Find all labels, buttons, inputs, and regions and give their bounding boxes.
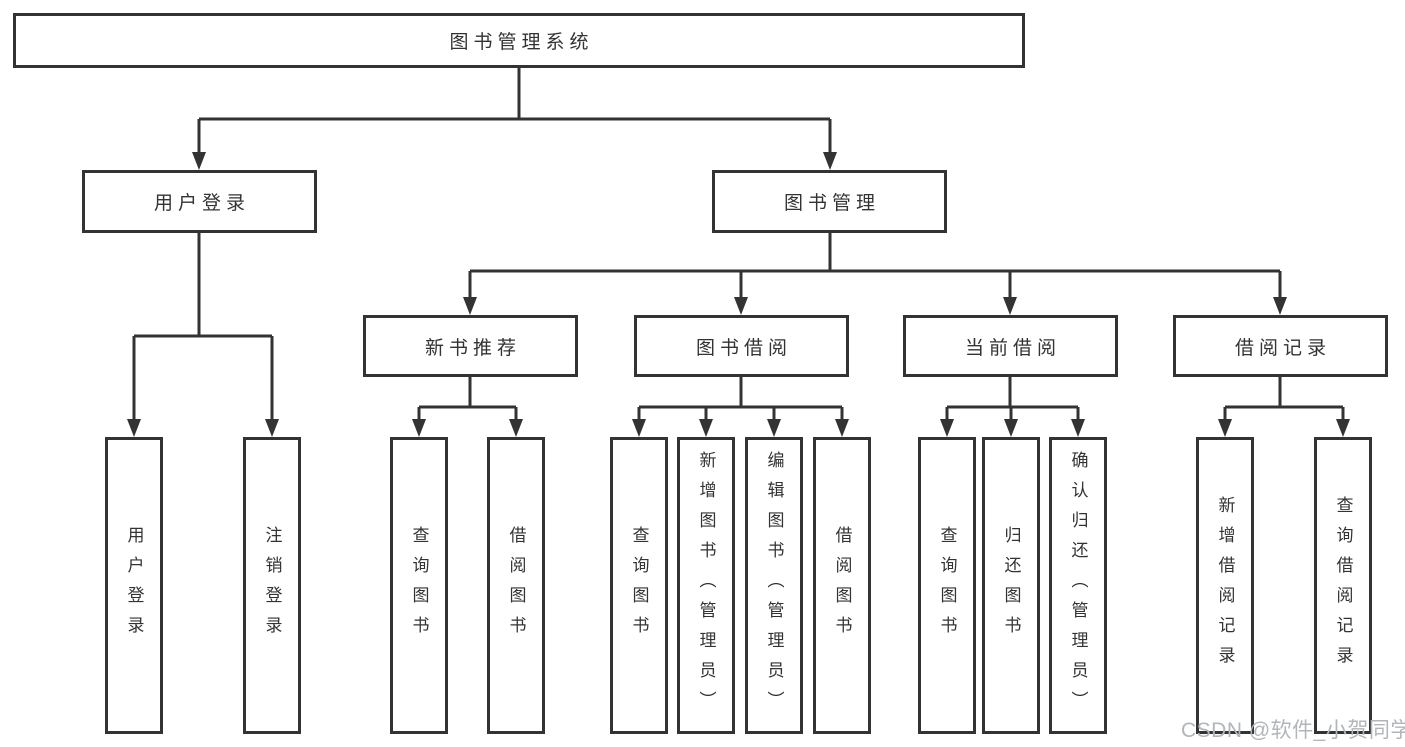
connector-path — [132, 68, 1345, 421]
node-label: 确认归还（管理员） — [1068, 450, 1088, 721]
leaf-query-books-borrow: 查询图书 — [610, 437, 668, 734]
arrowhead — [1336, 419, 1350, 437]
node-label: 注销登录 — [262, 525, 282, 646]
leaf-query-borrow-record: 查询借阅记录 — [1314, 437, 1372, 734]
node-borrowing-records: 借阅记录 — [1173, 315, 1388, 377]
node-current-borrowing: 当前借阅 — [903, 315, 1118, 377]
node-label: 借阅图书 — [832, 525, 852, 646]
arrowhead — [265, 419, 279, 437]
node-label: 新增借阅记录 — [1215, 495, 1235, 676]
arrowhead — [412, 419, 426, 437]
leaf-add-borrow-record: 新增借阅记录 — [1196, 437, 1254, 734]
arrowhead — [127, 419, 141, 437]
arrowhead — [632, 419, 646, 437]
arrowhead — [509, 419, 523, 437]
node-label: 归还图书 — [1001, 525, 1021, 646]
arrowhead — [940, 419, 954, 437]
node-user-login: 用户登录 — [82, 170, 317, 233]
arrowhead — [699, 419, 713, 437]
node-label: 用户登录 — [153, 193, 250, 214]
arrowhead — [823, 152, 837, 170]
arrowhead — [192, 152, 206, 170]
node-label: 借阅记录 — [1234, 337, 1331, 359]
node-label: 查询借阅记录 — [1333, 495, 1353, 676]
node-label: 编辑图书（管理员） — [764, 450, 784, 721]
arrowhead — [1273, 297, 1287, 315]
node-label: 新书推荐 — [424, 337, 521, 359]
leaf-borrow-books-newbook: 借阅图书 — [487, 437, 545, 734]
node-label: 查询图书 — [409, 525, 429, 646]
leaf-confirm-return-admin: 确认归还（管理员） — [1049, 437, 1107, 734]
node-label: 当前借阅 — [964, 337, 1061, 359]
node-new-book-recommendation: 新书推荐 — [363, 315, 578, 377]
arrowhead — [463, 297, 477, 315]
node-label: 用户登录 — [124, 525, 144, 646]
leaf-query-books-current: 查询图书 — [918, 437, 976, 734]
arrowhead — [1003, 297, 1017, 315]
node-label: 新增图书（管理员） — [696, 450, 716, 721]
leaf-borrow-books-borrow: 借阅图书 — [813, 437, 871, 734]
arrowhead — [734, 297, 748, 315]
node-book-management: 图书管理 — [712, 170, 947, 233]
arrowhead — [1004, 419, 1018, 437]
leaf-edit-books-admin: 编辑图书（管理员） — [745, 437, 803, 734]
arrowhead — [1071, 419, 1085, 437]
leaf-logout: 注销登录 — [243, 437, 301, 734]
leaf-query-books-newbook: 查询图书 — [390, 437, 448, 734]
watermark-csdn: CSDN @软件_小贺同学 — [1181, 719, 1405, 742]
leaf-return-books: 归还图书 — [982, 437, 1040, 734]
arrowhead — [767, 419, 781, 437]
leaf-user-login: 用户登录 — [105, 437, 163, 734]
node-label: 图书借阅 — [695, 337, 792, 359]
node-label: 图书管理 — [783, 193, 880, 214]
leaf-add-books-admin: 新增图书（管理员） — [677, 437, 735, 734]
node-book-borrowing: 图书借阅 — [634, 315, 849, 377]
arrowhead — [1218, 419, 1232, 437]
node-library-management-system: 图书管理系统 — [13, 13, 1025, 68]
arrowhead — [835, 419, 849, 437]
node-label: 查询图书 — [937, 525, 957, 646]
node-label: 图书管理系统 — [449, 32, 594, 53]
node-label: 借阅图书 — [506, 525, 526, 646]
node-label: 查询图书 — [629, 525, 649, 646]
